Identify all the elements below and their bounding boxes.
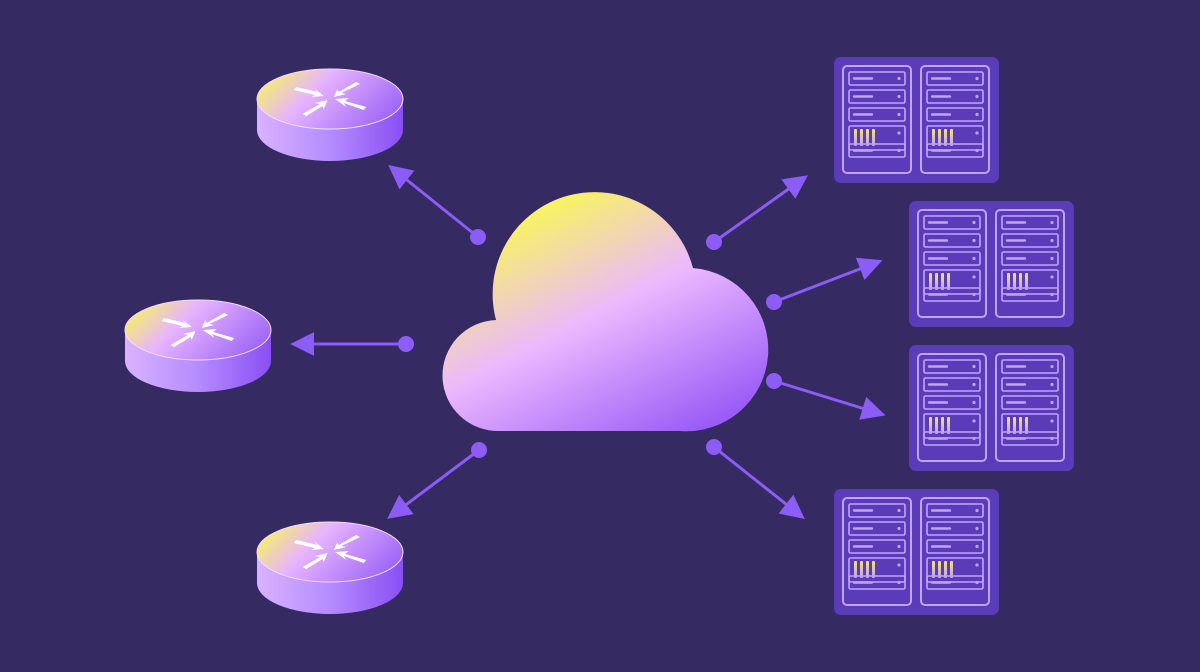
connector-router-middle [290,332,414,356]
server-unit [917,209,987,318]
server-rack-icon [909,345,1074,471]
router-icon [256,521,404,614]
server-unit [995,353,1065,462]
server-unit [920,65,990,174]
connector-server-rack-2 [766,257,883,310]
connector-server-rack-1 [706,175,808,250]
server-unit [917,353,987,462]
server-unit [995,209,1065,318]
server-rack-panel [909,345,1074,471]
server-rack-icon [834,489,999,615]
router-icon [124,299,272,392]
connector-server-rack-4 [706,439,805,519]
router-icon [256,68,404,161]
connector-router-bottom [387,442,487,519]
server-rack-panel [834,57,999,183]
server-unit [842,65,912,174]
connector-router-top [388,164,486,245]
server-rack-panel [834,489,999,615]
cloud-icon [442,192,769,432]
connectors [290,164,886,519]
server-rack-icon [909,201,1074,327]
connector-server-rack-3 [766,373,886,420]
server-rack-panel [909,201,1074,327]
server-unit [920,497,990,606]
server-rack-icon [834,57,999,183]
server-unit [842,497,912,606]
